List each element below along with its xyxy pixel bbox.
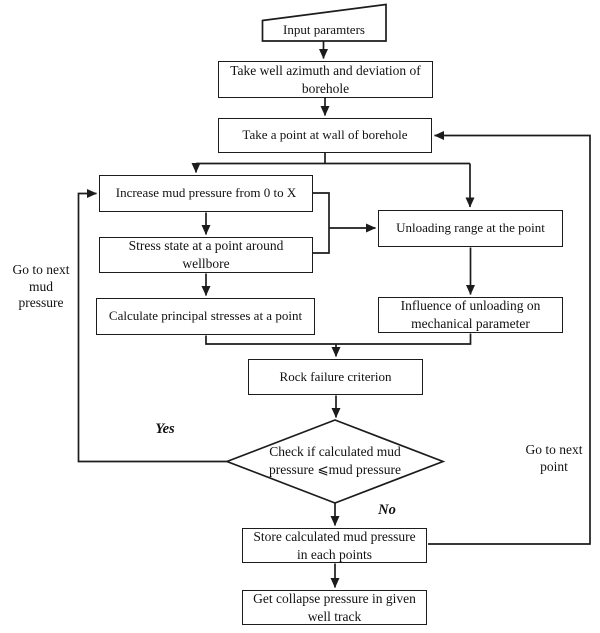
node-rock-failure: Rock failure criterion — [248, 359, 423, 395]
node-input-parameters: Input paramters — [283, 22, 365, 38]
node-take-azimuth: Take well azimuth and deviation of boreh… — [218, 61, 433, 98]
node-collapse-pressure: Get collapse pressure in given well trac… — [242, 590, 427, 625]
input-trapezoid-shape — [261, 3, 387, 42]
edge-label-go-next-mud: Go to next mud pressure — [12, 261, 70, 311]
node-take-point: Take a point at wall of borehole — [218, 118, 432, 153]
edge-loop-next-point — [428, 131, 591, 545]
node-unloading-range: Unloading range at the point — [378, 210, 563, 247]
node-stress-state: Stress state at a point around wellbore — [99, 237, 313, 273]
edge-label-go-next-point: Go to next point — [525, 442, 583, 474]
node-increase-mud-pressure: Increase mud pressure from 0 to X — [99, 175, 313, 212]
edge-bracket-increase-stress — [313, 192, 330, 254]
node-principal-stresses: Calculate principal stresses at a point — [96, 298, 315, 335]
edge-label-yes: Yes — [155, 420, 175, 437]
edge-label-no: No — [378, 501, 396, 518]
edge-merge-horizontal — [205, 333, 472, 345]
node-influence-unloading: Influence of unloading on mechanical par… — [378, 297, 563, 333]
node-store-pressure: Store calculated mud pressure in each po… — [242, 528, 427, 563]
edge-yes-loop-next-mud — [77, 189, 228, 463]
node-decision-check-mud-pressure: Check if calculated mud pressure ⩽mud pr… — [268, 444, 402, 477]
